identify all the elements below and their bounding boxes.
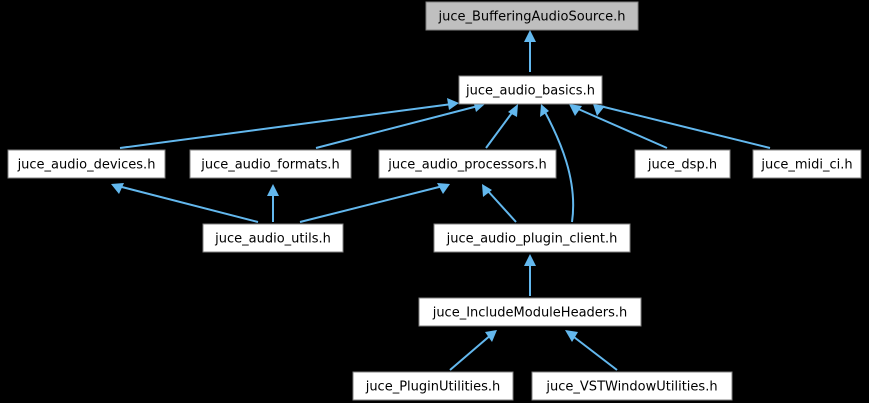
graph-node-audio_processors[interactable]: juce_audio_processors.h xyxy=(378,149,557,179)
node-label: juce_BufferingAudioSource.h xyxy=(437,10,625,25)
edge-arrowhead-icon xyxy=(482,184,492,197)
graph-node-midi_ci[interactable]: juce_midi_ci.h xyxy=(752,149,862,179)
graph-edge xyxy=(593,104,771,149)
node-label: juce_midi_ci.h xyxy=(760,158,852,173)
node-box[interactable] xyxy=(202,223,344,253)
graph-edge xyxy=(524,254,536,296)
graph-edge xyxy=(482,184,517,223)
graph-edge xyxy=(111,183,259,223)
graph-node-include_module_headers[interactable]: juce_IncludeModuleHeaders.h xyxy=(418,297,642,327)
graph-node-plugin_utilities[interactable]: juce_PluginUtilities.h xyxy=(352,371,514,401)
edge-line xyxy=(599,105,771,149)
graph-edge xyxy=(449,330,497,371)
graph-edge xyxy=(267,184,279,222)
node-label: juce_audio_formats.h xyxy=(200,158,340,173)
node-box[interactable] xyxy=(189,149,352,179)
node-box[interactable] xyxy=(378,149,557,179)
graph-edge xyxy=(524,30,536,72)
edge-arrowhead-icon xyxy=(437,183,450,194)
node-box[interactable] xyxy=(634,149,731,179)
edge-line xyxy=(543,109,575,223)
edge-arrowhead-icon xyxy=(524,30,536,42)
graph-node-audio_utils[interactable]: juce_audio_utils.h xyxy=(202,223,344,253)
edge-line xyxy=(299,185,444,223)
edge-line xyxy=(315,105,479,149)
graph-edge xyxy=(565,330,618,371)
edge-arrowhead-icon xyxy=(540,104,549,117)
edge-line xyxy=(449,333,493,371)
edge-line xyxy=(569,333,618,371)
node-box[interactable] xyxy=(433,223,631,253)
node-label: juce_audio_processors.h xyxy=(387,158,546,173)
node-box[interactable] xyxy=(7,149,166,179)
graph-edge xyxy=(485,104,518,149)
node-box[interactable] xyxy=(531,371,733,401)
node-box[interactable] xyxy=(752,149,862,179)
node-label: juce_audio_plugin_client.h xyxy=(446,232,618,247)
node-box[interactable] xyxy=(418,297,642,327)
edges-layer xyxy=(111,30,771,371)
node-label: juce_audio_basics.h xyxy=(465,84,595,99)
edge-line xyxy=(575,107,668,149)
graph-edge xyxy=(315,100,485,149)
edge-line xyxy=(117,185,259,223)
graph-node-vst_window_utilities[interactable]: juce_VSTWindowUtilities.h xyxy=(531,371,733,401)
node-label: juce_audio_devices.h xyxy=(17,158,156,173)
graph-node-audio_formats[interactable]: juce_audio_formats.h xyxy=(189,149,352,179)
graph-node-audio_basics[interactable]: juce_audio_basics.h xyxy=(458,75,603,105)
edge-line xyxy=(119,103,453,149)
edge-line xyxy=(485,109,515,149)
graph-node-audio_plugin_client[interactable]: juce_audio_plugin_client.h xyxy=(433,223,631,253)
graph-edge xyxy=(119,98,459,149)
edge-arrowhead-icon xyxy=(508,104,518,117)
graph-node-dsp[interactable]: juce_dsp.h xyxy=(634,149,731,179)
edge-arrowhead-icon xyxy=(593,104,605,116)
edge-arrowhead-icon xyxy=(267,184,279,196)
node-label: juce_VSTWindowUtilities.h xyxy=(545,380,717,395)
edge-arrowhead-icon xyxy=(485,330,497,342)
node-box[interactable] xyxy=(425,1,639,31)
edge-arrowhead-icon xyxy=(111,183,124,194)
node-box[interactable] xyxy=(352,371,514,401)
graph-node-buffering_audio_source[interactable]: juce_BufferingAudioSource.h xyxy=(425,1,639,31)
edge-line xyxy=(486,189,517,223)
edge-arrowhead-icon xyxy=(565,330,578,342)
graph-node-audio_devices[interactable]: juce_audio_devices.h xyxy=(7,149,166,179)
node-label: juce_PluginUtilities.h xyxy=(365,380,501,395)
graph-edge xyxy=(569,104,668,149)
edge-arrowhead-icon xyxy=(447,98,459,110)
graph-edge xyxy=(540,104,575,223)
node-box[interactable] xyxy=(458,75,603,105)
edge-arrowhead-icon xyxy=(524,254,536,266)
node-label: juce_IncludeModuleHeaders.h xyxy=(432,306,628,321)
node-label: juce_dsp.h xyxy=(647,158,717,173)
edge-arrowhead-icon xyxy=(569,104,582,116)
nodes-layer: juce_BufferingAudioSource.h juce_audio_ba… xyxy=(7,1,862,401)
graph-edge xyxy=(299,183,450,223)
node-label: juce_audio_utils.h xyxy=(214,232,331,247)
